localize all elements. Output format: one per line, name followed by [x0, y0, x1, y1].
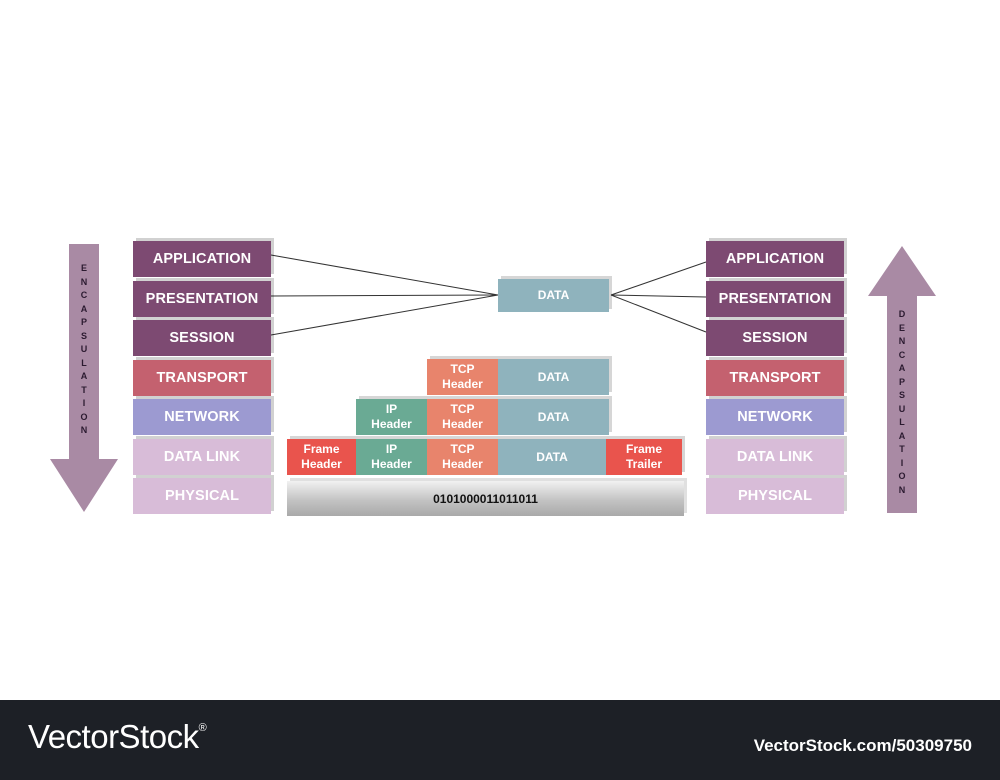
right-layer-data-link: DATA LINK	[706, 438, 844, 475]
application-connector-right	[610, 261, 707, 296]
diagram-lines	[50, 244, 936, 513]
vectorstock-logo: VectorStock®	[28, 718, 207, 755]
session-connector-left	[270, 294, 499, 336]
decapsulation-arrow	[868, 246, 936, 513]
session-connector-right	[610, 294, 707, 333]
datalink-frame-trailer: Frame Trailer	[606, 439, 682, 475]
left-layer-network: NETWORK	[133, 399, 271, 435]
datalink-data: DATA	[498, 439, 606, 475]
top-data-block: DATA	[498, 279, 609, 312]
right-layer-physical: PHYSICAL	[706, 478, 844, 514]
left-layer-presentation: PRESENTATION	[133, 280, 271, 317]
presentation-connector-right	[610, 294, 707, 298]
left-layer-transport: TRANSPORT	[133, 359, 271, 396]
datalink-ip-header: IP Header	[356, 439, 427, 475]
right-connector-lines	[610, 261, 707, 333]
left-connector-lines	[270, 254, 499, 336]
network-tcp-header: TCP Header	[427, 399, 498, 435]
right-layer-presentation: PRESENTATION	[706, 280, 844, 317]
left-layer-physical: PHYSICAL	[133, 478, 271, 514]
transport-tcp-header: TCP Header	[427, 359, 498, 395]
network-ip-header: IP Header	[356, 399, 427, 435]
left-layer-application: APPLICATION	[133, 241, 271, 277]
watermark-footer: VectorStock® VectorStock.com/50309750	[0, 700, 1000, 780]
right-layer-application: APPLICATION	[706, 241, 844, 277]
presentation-connector-left	[270, 294, 499, 297]
right-layer-transport: TRANSPORT	[706, 359, 844, 396]
image-id-url: VectorStock.com/50309750	[753, 736, 972, 755]
physical-bit-stream: 0101000011011011	[287, 481, 684, 516]
left-layer-session: SESSION	[133, 320, 271, 356]
transport-data: DATA	[498, 359, 609, 395]
application-connector-left	[270, 254, 499, 296]
right-layer-network: NETWORK	[706, 399, 844, 435]
datalink-frame-header: Frame Header	[287, 439, 356, 475]
network-data: DATA	[498, 399, 609, 435]
datalink-tcp-header: TCP Header	[427, 439, 498, 475]
encapsulation-arrow	[50, 244, 118, 512]
right-layer-session: SESSION	[706, 320, 844, 356]
left-layer-data-link: DATA LINK	[133, 438, 271, 475]
